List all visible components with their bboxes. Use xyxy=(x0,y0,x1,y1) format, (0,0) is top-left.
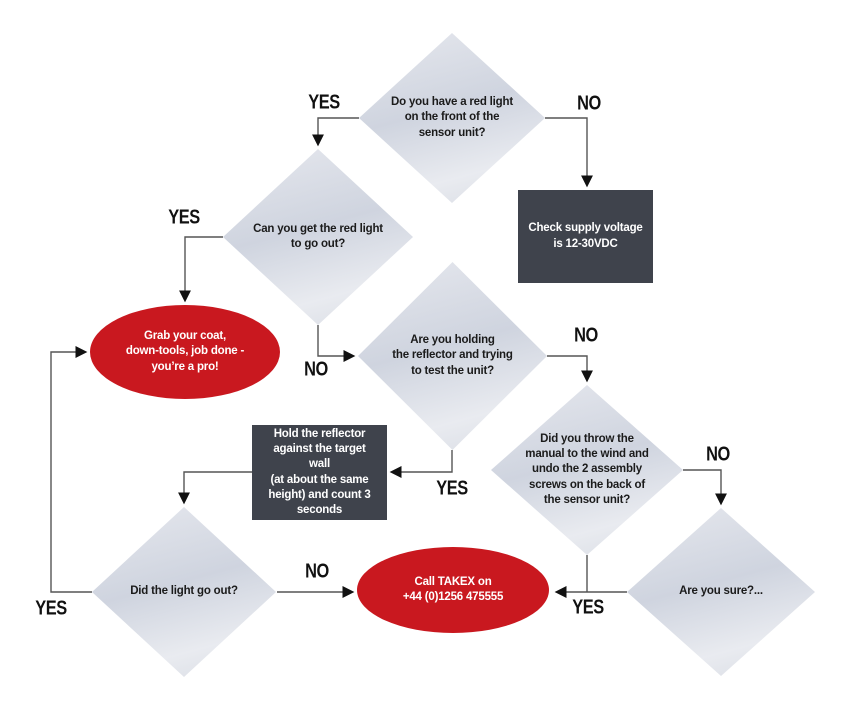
action-hold-reflector: Hold the reflector against the target wa… xyxy=(252,425,387,520)
action-check-voltage: Check supply voltage is 12-30VDC xyxy=(518,190,653,283)
connector-red-light-no xyxy=(545,117,593,188)
decision-did-light-go-out-text: Did the light go out? xyxy=(130,585,238,598)
connector-light-go-out-yes xyxy=(179,236,223,303)
decision-holding-reflector-text: Are you holding the reflector and trying… xyxy=(392,334,513,377)
edge-label-are-you-sure-yes: YES xyxy=(572,596,604,619)
decision-red-light-text: Do you have a red light on the front of … xyxy=(391,96,513,139)
terminal-call-takex: Call TAKEX on +44 (0)1256 475555 xyxy=(357,547,549,633)
connector-did-go-out-yes-loop xyxy=(50,346,92,593)
terminal-job-done: Grab your coat, down-tools, job done - y… xyxy=(90,305,280,399)
edge-label-holding-reflector-yes: YES xyxy=(436,477,468,500)
connector-undo-screws-no xyxy=(683,469,727,506)
decision-undo-screws-text: Did you throw the manual to the wind and… xyxy=(525,433,649,506)
edge-label-undo-screws-no: NO xyxy=(706,443,730,466)
action-check-voltage-text: Check supply voltage is 12-30VDC xyxy=(528,222,643,250)
decision-are-you-sure-text: Are you sure?... xyxy=(679,585,763,598)
connector-red-light-yes xyxy=(312,117,359,147)
edge-label-light-go-out-no: NO xyxy=(304,358,328,381)
action-hold-reflector-text: Hold the reflector against the target wa… xyxy=(268,427,371,516)
edge-label-red-light-yes: YES xyxy=(308,91,340,114)
terminal-job-done-text: Grab your coat, down-tools, job done - y… xyxy=(125,330,245,373)
edge-label-did-light-go-out-yes: YES xyxy=(35,597,67,620)
terminal-call-takex-text: Call TAKEX on +44 (0)1256 475555 xyxy=(402,575,504,603)
connector-holding-reflector-no xyxy=(547,355,593,383)
edge-label-did-light-go-out-no: NO xyxy=(305,560,329,583)
connector-light-go-out-no xyxy=(317,325,356,362)
connector-holding-reflector-yes xyxy=(389,450,453,478)
edge-label-red-light-no: NO xyxy=(577,92,601,115)
connector-hold-reflector-to-did-go-out xyxy=(178,471,252,505)
edge-label-light-go-out-yes: YES xyxy=(168,206,200,229)
decision-light-go-out-text: Can you get the red light to go out? xyxy=(253,222,383,250)
edge-label-holding-reflector-no: NO xyxy=(574,324,598,347)
